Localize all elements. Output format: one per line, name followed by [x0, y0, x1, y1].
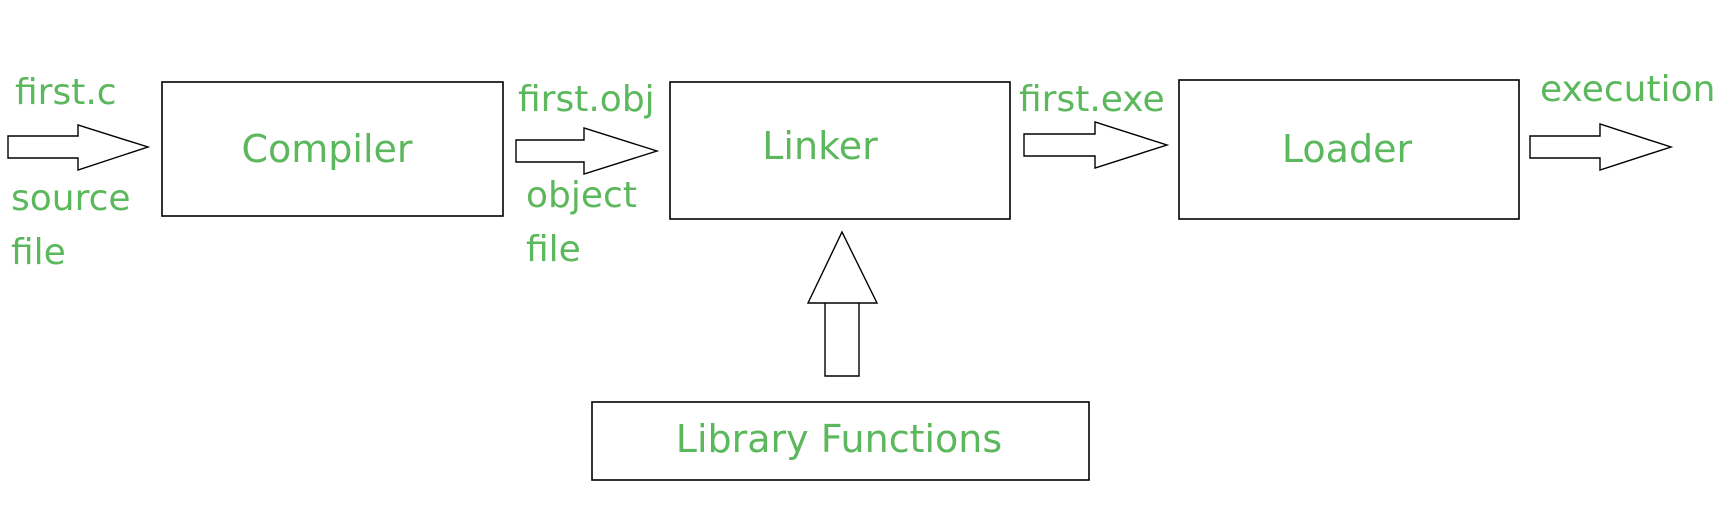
linker-box	[669, 81, 1011, 220]
first-obj-label: first.obj	[518, 79, 655, 120]
linker-to-loader-arrow	[1023, 121, 1170, 169]
compiler-label: Compiler	[241, 127, 412, 171]
first-c-label: first.c	[15, 72, 117, 113]
object-file-label-line1: object	[526, 175, 637, 216]
execution-label: execution	[1540, 69, 1715, 110]
loader-box	[1178, 79, 1520, 220]
source-to-compiler-arrow	[7, 124, 151, 171]
compiler-to-linker-arrow	[515, 127, 660, 175]
compiler-box	[161, 81, 504, 217]
object-file-label-line2: file	[526, 229, 581, 270]
source-file-label-line1: source	[11, 178, 131, 219]
library-functions-label: Library Functions	[676, 417, 1002, 461]
loader-to-execution-arrow	[1529, 123, 1674, 171]
first-exe-label: first.exe	[1019, 79, 1165, 120]
loader-label: Loader	[1282, 127, 1413, 171]
linker-label: Linker	[762, 124, 878, 168]
source-file-label-line2: file	[11, 232, 66, 273]
library-to-linker-arrow	[806, 230, 879, 377]
library-functions-box	[591, 401, 1090, 481]
